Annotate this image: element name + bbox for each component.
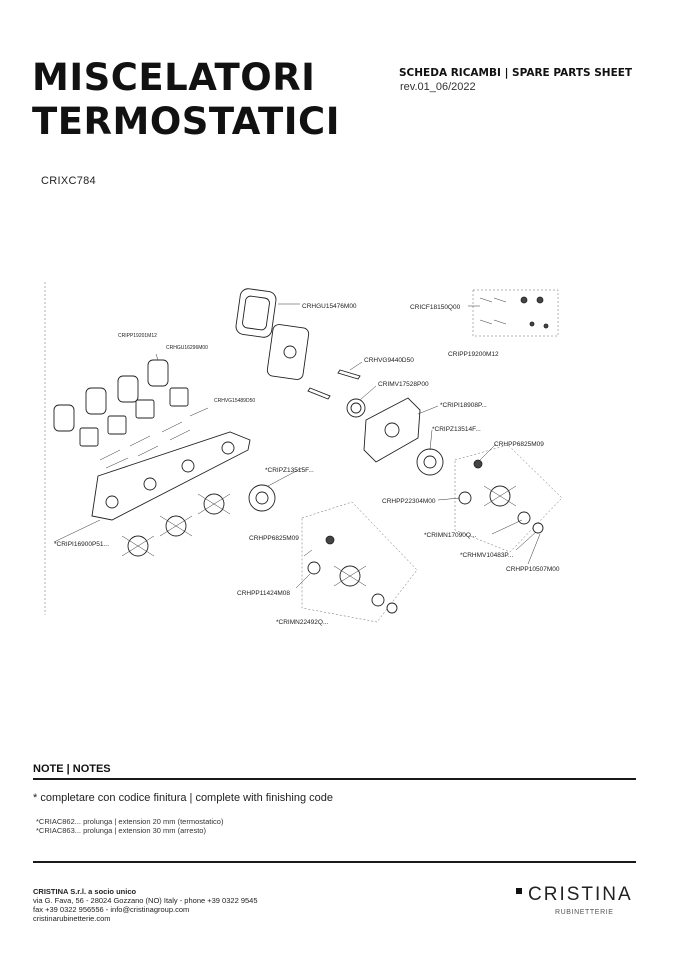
bracket-3	[135, 399, 155, 419]
leader-crhpp10507	[527, 533, 541, 565]
ring-bottom-1	[307, 561, 321, 575]
bracket-4	[169, 387, 189, 407]
bolt-2	[307, 387, 331, 400]
leader-crimv17528	[359, 385, 377, 401]
screw-kit-cap-3	[529, 321, 535, 327]
ring-gasket-inner	[350, 402, 362, 414]
document-title: MISCELATORI TERMOSTATICI	[32, 56, 340, 144]
bolt-1	[337, 369, 361, 380]
label-crimv17528: CRIMV17528P00	[378, 381, 429, 388]
gasket-2	[85, 387, 107, 415]
sheet-label: SCHEDA RICAMBI | SPARE PARTS SHEET	[399, 67, 633, 79]
bottom-cartridge-box	[301, 501, 418, 623]
cartridge-right	[483, 485, 517, 507]
logo-subtitle: RUBINETTERIE	[555, 909, 614, 916]
leader-cripz13515	[267, 467, 303, 487]
screw-kit-cap-2	[536, 296, 544, 304]
company-address: via G. Fava, 56 - 28024 Gozzano (NO) Ita…	[33, 896, 258, 905]
gasket-3	[117, 375, 139, 403]
leader-crhvg9440	[349, 361, 363, 371]
title-line-2: TERMOSTATICI	[32, 100, 340, 143]
note-extension-20: *CRIAC862... prolunga | extension 20 mm …	[36, 817, 224, 826]
label-cripi16900: *CRIPI16900P51...	[54, 541, 109, 548]
cartridge-left-2	[159, 515, 193, 537]
title-line-1: MISCELATORI	[32, 56, 316, 99]
cartridge-left-1	[121, 535, 155, 557]
leader-cripp19201	[155, 353, 159, 361]
plate-hole-3	[181, 459, 195, 473]
knob-dark-right	[473, 459, 483, 469]
sleeve-left-inner	[255, 491, 269, 505]
gasket-1	[53, 404, 75, 432]
label-crhpp6825-left: CRHPP6825M09	[249, 535, 299, 542]
leader-crhmv10483	[515, 531, 537, 551]
screws-left	[99, 407, 209, 469]
cristina-logo: CRISTINA RUBINETTERIE	[516, 884, 638, 920]
screw-kit-screws	[479, 297, 507, 325]
label-crhpp10507: CRHPP10507M00	[506, 566, 560, 573]
notes-divider-top	[33, 778, 636, 780]
leader-crhpp6825-right	[479, 443, 497, 461]
company-contact: fax +39 0322 956556 - info@cristinagroup…	[33, 905, 190, 914]
cover-plate	[91, 431, 251, 521]
label-cripp19201: CRIPP19201M12	[118, 333, 157, 339]
notes-divider-bottom	[33, 861, 636, 863]
gasket-square-large-inner	[242, 295, 270, 331]
label-crhpp6825-right: CRHPP6825M09	[494, 441, 544, 448]
label-crhpp11424: CRHPP11424M08	[237, 590, 290, 597]
right-plate-hole	[384, 422, 400, 438]
plate-hole-2	[143, 477, 157, 491]
cartridge-left-3	[197, 493, 231, 515]
leader-crhpp11424	[295, 573, 311, 589]
label-cripz13515: *CRIPZ13515F...	[265, 467, 314, 474]
label-crimn17090: *CRIMN17090Q...	[424, 532, 477, 539]
screw-kit-cap-4	[543, 323, 549, 329]
note-extension-30: *CRIAC863... prolunga | extension 30 mm …	[36, 826, 206, 835]
knob-dark-bottom	[325, 535, 335, 545]
cap-bottom	[386, 602, 398, 614]
label-crhvg9440: CRHVG9440D50	[364, 357, 414, 364]
exploded-parts-drawing: CRHGU15476M00 CRICF18150Q00 CRIPP19200M1…	[40, 270, 640, 630]
leader-cripz13514	[429, 429, 433, 451]
company-name: CRISTINA S.r.l. a socio unico	[33, 887, 137, 896]
frame-hole	[283, 345, 297, 359]
label-crhmv10483: *CRHMV10483P...	[460, 552, 514, 559]
company-footer: CRISTINA S.r.l. a socio unico via G. Fav…	[33, 887, 258, 923]
ring-right-1	[458, 491, 472, 505]
notes-title: NOTE | NOTES	[33, 763, 111, 775]
bracket-2	[107, 415, 127, 435]
screw-kit-cap-1	[520, 296, 528, 304]
label-cripp19200: CRIPP19200M12	[448, 351, 499, 358]
label-crhvg15489: CRHVG15489D50	[214, 398, 255, 404]
label-crhpp22304: CRHPP22304M00	[382, 498, 436, 505]
bracket-1	[79, 427, 99, 447]
label-crimn22492: *CRIMN22492Q...	[276, 619, 329, 626]
plate-hole-4	[221, 441, 235, 455]
cap-right	[532, 522, 544, 534]
screw-kit-box	[472, 289, 559, 337]
leader-crimn17090	[491, 519, 523, 535]
label-cripi18908: *CRIPI18908P...	[440, 402, 487, 409]
leader-cripi16900	[53, 519, 101, 543]
leader-crhpp22304	[437, 497, 461, 501]
product-code: CRIXC784	[41, 175, 96, 187]
gasket-4	[147, 359, 169, 387]
label-cricf18150: CRICF18150Q00	[410, 304, 461, 311]
cartridge-bottom	[333, 565, 367, 587]
logo-square-icon	[516, 888, 522, 894]
label-cripz13514: *CRIPZ13514F...	[432, 426, 481, 433]
company-website: cristinarubinetterie.com	[33, 914, 111, 923]
leader-crhpp6825-left	[303, 549, 313, 557]
plate-hole-1	[105, 495, 119, 509]
sleeve-right-inner	[423, 455, 437, 469]
ring-bottom-2	[371, 593, 385, 607]
ring-right-2	[517, 511, 531, 525]
logo-wordmark: CRISTINA	[528, 884, 633, 905]
revision-label: rev.01_06/2022	[400, 81, 476, 93]
label-crhgu16296: CRHGU16296M00	[166, 345, 208, 351]
leader-cripi18908	[417, 405, 439, 415]
label-crhgu15476: CRHGU15476M00	[302, 303, 357, 310]
note-finishing-code: * completare con codice finitura | compl…	[33, 792, 334, 804]
parts-diagram: CRHGU15476M00 CRICF18150Q00 CRIPP19200M1…	[44, 282, 563, 626]
